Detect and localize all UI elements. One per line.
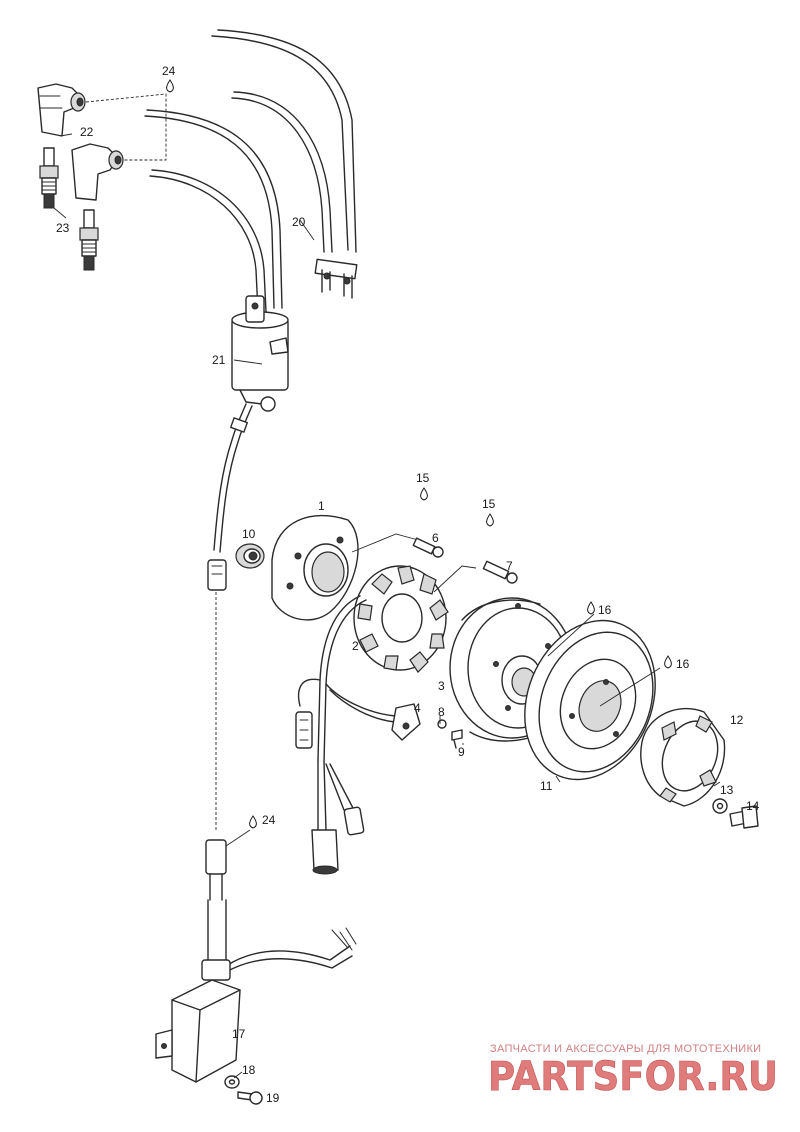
callout-23: 23 bbox=[56, 221, 70, 235]
callout-13: 13 bbox=[720, 783, 734, 797]
bolt-14 bbox=[729, 805, 759, 829]
loctite-drop-15b bbox=[486, 513, 494, 527]
stator-wiring-harness bbox=[295, 595, 397, 875]
coil-wiring bbox=[205, 403, 253, 967]
loctite-drop-24a bbox=[166, 79, 174, 93]
callout-12: 12 bbox=[730, 713, 744, 727]
cap-connection-dashes bbox=[85, 93, 167, 161]
screw-19 bbox=[237, 1091, 263, 1105]
starter-cup bbox=[640, 707, 726, 807]
watermark-logo: PARTSFOR.RU bbox=[488, 1054, 778, 1100]
screw-7 bbox=[482, 560, 518, 584]
callout-22: 22 bbox=[80, 125, 94, 139]
washer-13 bbox=[712, 798, 728, 814]
washer-18 bbox=[224, 1075, 240, 1089]
callout-18: 18 bbox=[242, 1063, 256, 1077]
loctite-drop-15a bbox=[420, 487, 428, 501]
spark-plug-upper bbox=[39, 147, 59, 209]
cdi-module bbox=[155, 927, 357, 1083]
leader-lines bbox=[53, 133, 721, 1079]
callout-16b: 16 bbox=[676, 657, 690, 671]
loctite-drop-16a bbox=[587, 601, 595, 615]
callout-11: 11 bbox=[540, 779, 553, 793]
high-tension-leads bbox=[144, 29, 358, 313]
stator bbox=[353, 565, 477, 673]
spark-plug-cap-upper bbox=[37, 83, 86, 137]
watermark-tagline: ЗАПЧАСТИ И АКСЕССУАРЫ ДЛЯ МОТОТЕХНИКИ bbox=[490, 1043, 761, 1055]
callout-24b: 24 bbox=[262, 813, 276, 827]
stator-plate bbox=[271, 514, 419, 621]
grommet bbox=[235, 543, 265, 569]
callout-16a: 16 bbox=[598, 603, 612, 617]
callout-19: 19 bbox=[266, 1091, 280, 1105]
spark-plug-cap-lower bbox=[71, 143, 124, 201]
callout-7: 7 bbox=[506, 559, 513, 573]
callout-21: 21 bbox=[212, 353, 226, 367]
callout-14: 14 bbox=[746, 799, 760, 813]
pulley bbox=[524, 613, 661, 781]
callout-17: 17 bbox=[232, 1027, 246, 1041]
trigger-coil bbox=[391, 703, 463, 749]
callout-24a: 24 bbox=[162, 64, 176, 78]
callout-15a: 15 bbox=[416, 471, 430, 485]
callout-8: 8 bbox=[438, 705, 445, 719]
spark-plug-lower bbox=[79, 209, 99, 271]
callout-20: 20 bbox=[292, 215, 306, 229]
loctite-drop-24b bbox=[249, 815, 257, 829]
callout-6: 6 bbox=[432, 531, 439, 545]
screw-6 bbox=[412, 537, 444, 558]
callout-9: 9 bbox=[458, 745, 465, 759]
callout-2: 2 bbox=[352, 639, 359, 653]
callout-10: 10 bbox=[242, 527, 256, 541]
callout-3: 3 bbox=[438, 679, 445, 693]
callout-15b: 15 bbox=[482, 497, 496, 511]
ignition-coil bbox=[231, 295, 289, 412]
loctite-drop-16b bbox=[664, 655, 672, 669]
callout-1: 1 bbox=[318, 499, 325, 513]
callout-4: 4 bbox=[414, 701, 421, 715]
